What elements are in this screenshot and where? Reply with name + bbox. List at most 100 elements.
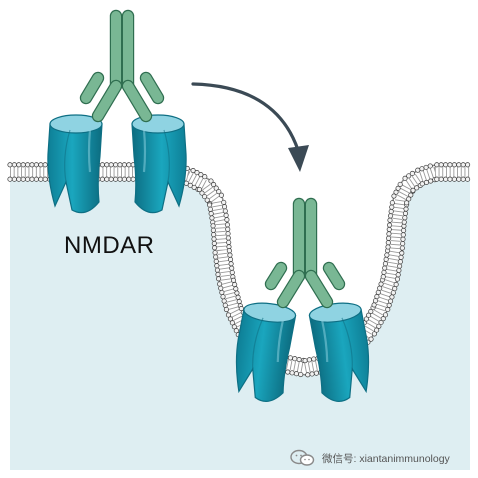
fab-arm-right [123, 81, 151, 121]
lipid-head [16, 162, 22, 168]
lipid-head [447, 162, 453, 168]
lipid-head [222, 208, 228, 214]
lipid-head [25, 162, 31, 168]
lipid-head [400, 241, 406, 247]
lipid-head [104, 162, 110, 168]
lipid-head [390, 290, 396, 296]
lipid-head [213, 258, 219, 264]
internalization-arrow [191, 82, 309, 172]
lipid-head [204, 197, 210, 203]
lipid-head [238, 305, 244, 312]
lipid-head [222, 302, 228, 308]
lipid-head [207, 202, 213, 208]
lipid-head [402, 210, 408, 216]
arrow-shaft [191, 82, 300, 152]
lipid-head [212, 245, 218, 251]
watermark-text: 微信号: xiantanimmunology [322, 452, 450, 465]
fab-arm-right [306, 271, 332, 307]
lipid-head [305, 372, 311, 378]
lipid-head [130, 176, 136, 182]
lipid-head [374, 294, 380, 300]
lipid-head [384, 252, 390, 258]
lipid-head [386, 235, 392, 241]
lipid-head [227, 256, 234, 263]
lipid-head [438, 176, 444, 182]
lipid-head [223, 306, 229, 313]
lipid-head [104, 176, 110, 182]
lipid-head [383, 256, 389, 262]
lipid-head [465, 162, 471, 168]
lipid-head [108, 162, 114, 168]
lipid-head [419, 166, 425, 172]
lipid-head [7, 176, 13, 182]
lipid-head [213, 185, 219, 191]
lipid-head [190, 168, 196, 174]
lipid-head [402, 215, 408, 221]
lipid-head [387, 298, 394, 304]
lipid-head [403, 206, 409, 212]
lipid-head [211, 182, 217, 188]
lipid-head [229, 269, 235, 276]
lipid-head [375, 289, 381, 295]
lipid-head [38, 162, 44, 168]
lipid-head [215, 271, 221, 277]
lipid-head [287, 355, 294, 361]
antibody-internalized [264, 197, 346, 309]
lipid-head [313, 370, 319, 376]
lipid-head [211, 232, 217, 238]
receptor-fold [341, 317, 353, 370]
lipid-head [386, 226, 392, 232]
lipid-head [219, 289, 225, 296]
lipid-head [202, 194, 208, 200]
arrow-head [288, 145, 309, 172]
lipid-head [385, 306, 391, 313]
lipid-head [382, 265, 388, 271]
lipid-head [29, 162, 35, 168]
lipid-head [108, 176, 114, 182]
lipid-head [366, 312, 372, 318]
lipid-head [311, 356, 317, 362]
receptor-highlight [276, 320, 284, 363]
lipid-head [409, 170, 415, 176]
background-layer [10, 172, 470, 470]
lipid-head [212, 250, 218, 256]
receptor-highlight [87, 129, 92, 173]
lipid-head [401, 227, 407, 234]
lipid-head [402, 175, 408, 181]
lipid-head [427, 163, 433, 169]
lipid-head [298, 371, 304, 378]
lipid-head [387, 217, 393, 223]
lipid-head [400, 232, 406, 238]
lipid-head [419, 181, 425, 187]
lipid-head [234, 290, 240, 296]
lipid-head [210, 227, 216, 233]
lipid-head [368, 336, 374, 342]
receptors-layer [47, 114, 370, 402]
lipid-head [372, 298, 379, 304]
lipid-head [296, 356, 302, 363]
lipid-head [406, 196, 412, 202]
lipid-head [371, 331, 377, 337]
lipid-head [293, 371, 299, 377]
fab-arm-left [93, 81, 121, 121]
lipid-head [191, 184, 197, 190]
lipid-head [414, 185, 420, 191]
lipid-head [199, 190, 205, 196]
lipid-head [385, 240, 391, 246]
lipid-head [228, 261, 234, 267]
lipid-head [434, 176, 440, 182]
lipid-head [231, 324, 237, 330]
lipid-head [397, 259, 403, 265]
lipid-head [216, 189, 222, 195]
lipid-head [410, 187, 416, 193]
lipid-head [438, 162, 444, 168]
lipid-head [218, 285, 224, 291]
receptor-top [49, 114, 103, 134]
lipid-head [218, 192, 224, 198]
lipid-head [99, 176, 105, 182]
lipid-head [393, 189, 399, 195]
light-chain-left [266, 263, 286, 289]
lipid-head [388, 213, 394, 219]
lipid-head [396, 267, 402, 273]
